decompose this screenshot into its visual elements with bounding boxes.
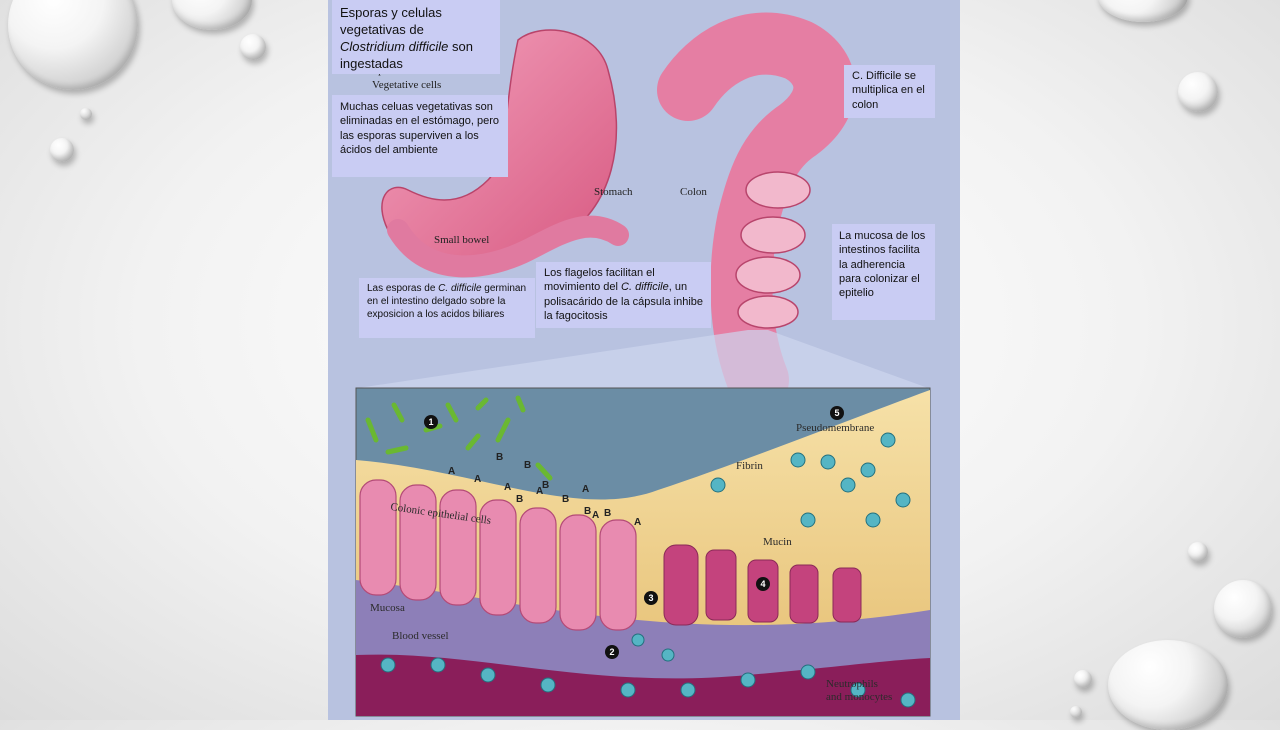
toxin-letter: B: [516, 494, 524, 505]
label-stomach: Stomach: [594, 186, 633, 198]
water-drop: [8, 0, 138, 90]
label-monocytes: and monocytes: [826, 691, 893, 703]
epithelial-cells: [359, 479, 637, 631]
immune-cells: [380, 432, 916, 708]
callout-germination-text-pre: Las esporas de: [367, 283, 439, 294]
anatomy-drawing: [355, 12, 931, 717]
damaged-cells: [663, 544, 862, 626]
callout-germination-text-post: germinan en el intestino delgado sobre l…: [367, 283, 526, 320]
toxin-letter: B: [496, 452, 504, 463]
colon-haustra: [735, 171, 811, 329]
water-drop: [1074, 670, 1092, 688]
label-neutrophils: Neutrophils: [826, 678, 878, 690]
toxin-letter: B: [542, 480, 550, 491]
water-drop: [50, 138, 74, 162]
label-small-bowel: Small bowel: [434, 234, 490, 246]
callout-multiplication: C. Difficile se multiplica en el colon: [844, 65, 935, 118]
step-2-marker: 2: [605, 645, 619, 659]
step-3-marker: 3: [644, 591, 658, 605]
water-drop: [1098, 0, 1188, 22]
callout-ingestion-species: Clostridium difficile: [340, 38, 449, 54]
callout-flagella: Los flagelos facilitan el movimiento del…: [536, 262, 711, 328]
water-drop: [80, 108, 92, 120]
toxin-letter: A: [592, 510, 600, 521]
toxin-letter: A: [448, 466, 456, 477]
label-fibrin: Fibrin: [736, 460, 763, 472]
toxin-letter: A: [504, 482, 512, 493]
water-drop: [172, 0, 252, 30]
tissue-inset: [355, 387, 931, 717]
toxin-letter: A: [582, 484, 590, 495]
callout-germination: Las esporas de C. difficile germinan en …: [359, 278, 535, 338]
callout-germination-species: C. difficile: [438, 283, 482, 294]
toxin-letter: A: [474, 474, 482, 485]
callout-ingestion: Esporas y celulas vegetativas de Clostri…: [332, 0, 500, 74]
callout-flagella-species: C. difficile: [621, 281, 669, 294]
water-drop: [1178, 72, 1218, 112]
c-difficile-illustration: Spores Vegetative cells Stomach Colon Sm…: [328, 0, 960, 720]
water-drop: [240, 34, 266, 60]
label-mucosa: Mucosa: [370, 602, 405, 614]
colon-shape: [657, 12, 856, 411]
legend-vegetative-cells: Vegetative cells: [372, 79, 442, 91]
label-blood-vessel: Blood vessel: [392, 630, 449, 642]
step-5-marker: 5: [830, 406, 844, 420]
callout-ingestion-text-post: son ingestadas: [340, 38, 473, 71]
water-drop: [1108, 640, 1228, 730]
water-drop: [1070, 706, 1082, 718]
toxin-letter: B: [604, 508, 612, 519]
magnification-cone: [358, 330, 928, 388]
step-4-marker: 4: [756, 577, 770, 591]
callout-flagella-text-post: , un polisacárido de la cápsula inhibe l…: [544, 281, 703, 322]
toxin-letter: A: [634, 517, 642, 528]
toxin-letter: B: [524, 460, 532, 471]
small-bowel-shape: [387, 215, 629, 278]
blood-vessel: [356, 654, 930, 716]
toxin-letter: B: [584, 506, 592, 517]
callout-mucosa-adherence: La mucosa de los intestinos facilita la …: [832, 224, 935, 320]
label-colon: Colon: [680, 186, 707, 198]
toxin-letter: B: [562, 494, 570, 505]
water-drop: [1214, 580, 1272, 638]
callout-stomach: Muchas celuas vegetativas son eliminadas…: [332, 95, 508, 177]
callout-ingestion-text-pre: Esporas y celulas vegetativas de: [340, 5, 442, 37]
callout-flagella-text-pre: Los flagelos facilitan el movimiento del: [544, 267, 655, 294]
water-drop: [1188, 542, 1208, 562]
toxin-letter: A: [536, 486, 544, 497]
label-mucin: Mucin: [763, 536, 792, 548]
label-pseudomembrane: Pseudomembrane: [796, 422, 875, 434]
step-1-marker: 1: [424, 415, 438, 429]
